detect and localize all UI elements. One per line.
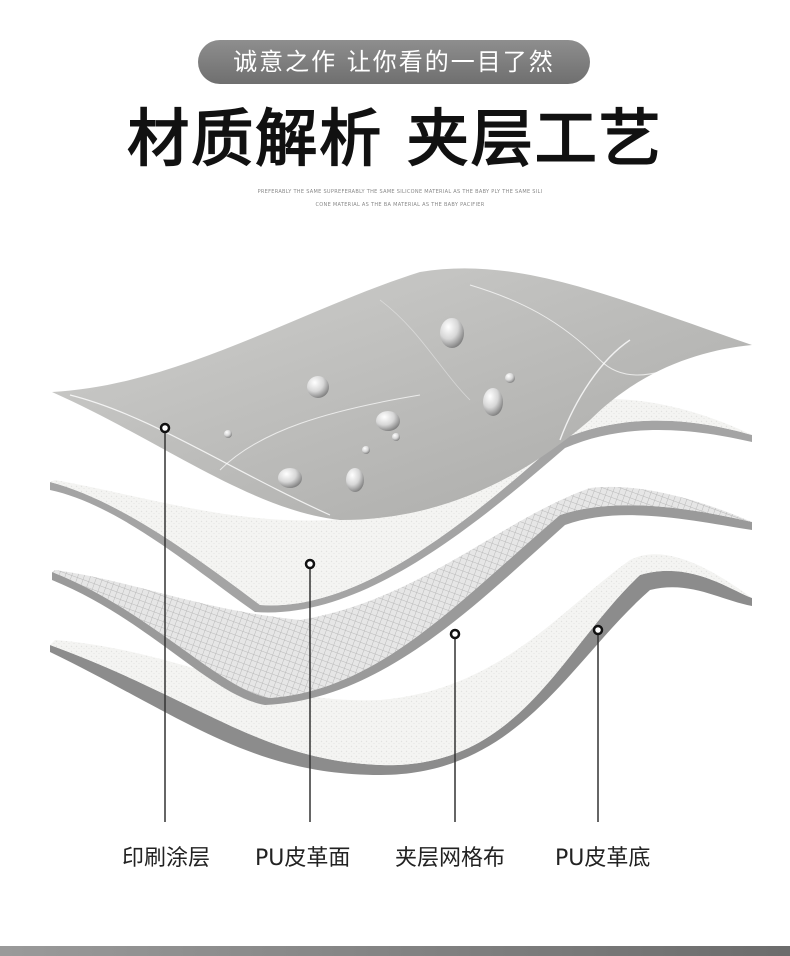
layer-printed-coating xyxy=(52,268,752,520)
slogan-banner: 诚意之作 让你看的一目了然 xyxy=(198,40,590,84)
label-pu-leather-bottom: PU皮革底 xyxy=(555,840,650,872)
layer-pu-leather-bottom xyxy=(50,554,752,775)
material-layers-illustration xyxy=(0,240,790,840)
label-pu-leather-surface: PU皮革面 xyxy=(255,840,350,872)
label-mesh-fabric: 夹层网格布 xyxy=(395,840,505,872)
subtitle-line-2: CONE MATERIAL AS THE BA MATERIAL AS THE … xyxy=(255,201,545,209)
bottom-bar xyxy=(0,946,790,956)
page-title: 材质解析 夹层工艺 xyxy=(0,96,790,182)
label-printed-coating: 印刷涂层 xyxy=(122,840,210,872)
subtitle-line-1: PREFERABLY THE SAME SUPREFERABLY THE SAM… xyxy=(255,188,545,196)
